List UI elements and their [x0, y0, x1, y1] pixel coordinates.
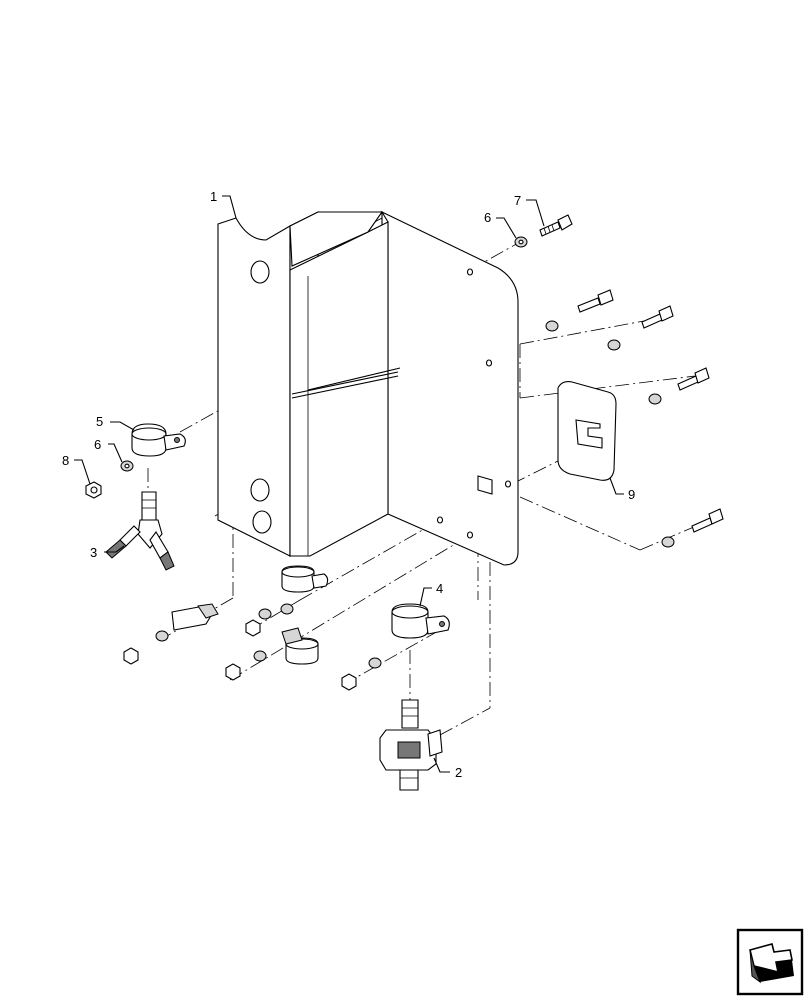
callout-9: 9 [628, 487, 635, 502]
callout-2: 2 [455, 765, 462, 780]
callout-6b: 6 [484, 210, 491, 225]
callout-6a: 6 [94, 437, 101, 452]
washer-6-upper [514, 236, 528, 248]
lower-clamp-b [171, 603, 219, 631]
bolt-7 [539, 214, 573, 237]
lower-clamp-c [281, 627, 319, 665]
bracket-part-1 [217, 210, 519, 566]
mount-bolts-right [545, 289, 724, 548]
y-fitting-part-3 [105, 491, 175, 571]
callout-7: 7 [514, 193, 521, 208]
clamp-part-4 [391, 603, 450, 639]
callout-8: 8 [62, 453, 69, 468]
leader-lines [74, 195, 624, 773]
arrow-navigation-icon[interactable] [736, 928, 804, 996]
callout-3: 3 [90, 545, 97, 560]
lower-clamp-a [281, 565, 329, 593]
callout-numbers: 1 2 3 4 5 6 6 7 8 9 [62, 189, 635, 780]
pad-part-9 [557, 381, 617, 481]
callout-1: 1 [210, 189, 217, 204]
nut-8 [85, 481, 102, 499]
lower-washers-nuts [123, 603, 382, 691]
callout-5: 5 [96, 414, 103, 429]
inline-fitting-part-2 [379, 699, 443, 791]
callout-4: 4 [436, 581, 443, 596]
clamp-part-5 [131, 423, 186, 457]
washer-6-lower [120, 460, 134, 472]
